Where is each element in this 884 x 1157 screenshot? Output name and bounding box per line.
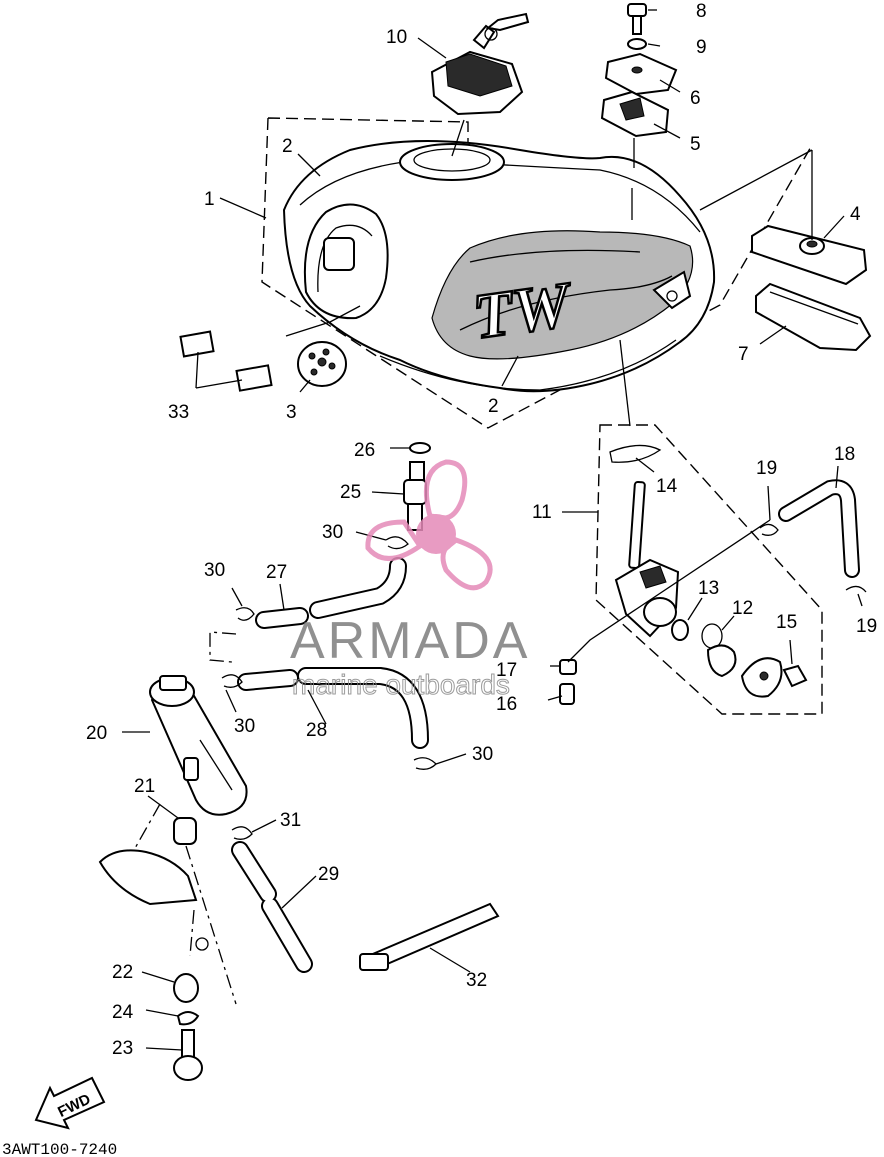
hose-29 <box>233 843 311 971</box>
callout-30c: 30 <box>234 716 255 737</box>
callout-2a: 2 <box>282 136 293 157</box>
clip-30c <box>221 674 243 688</box>
callout-6: 6 <box>690 88 701 109</box>
callout-19a: 19 <box>756 458 777 479</box>
diagram-code: 3AWT100-7240 <box>2 1141 117 1157</box>
callout-23: 23 <box>112 1038 133 1059</box>
callout-17: 17 <box>496 660 517 681</box>
callout-16: 16 <box>496 694 517 715</box>
bracket-4 <box>751 224 868 286</box>
callout-numbers: 1 2 2 3 4 5 6 7 8 9 10 11 12 13 14 15 16… <box>86 1 877 1059</box>
callout-24: 24 <box>112 1002 134 1023</box>
clip-31 <box>231 826 253 840</box>
emblem-33b <box>235 364 273 392</box>
armada-watermark: ARMADA marine outboards <box>290 459 530 701</box>
callout-15: 15 <box>776 612 797 633</box>
callout-12: 12 <box>732 598 753 619</box>
callout-32: 32 <box>466 970 487 991</box>
callout-26: 26 <box>354 440 375 461</box>
callout-19b: 19 <box>856 616 877 637</box>
callout-14: 14 <box>656 476 678 497</box>
damper-5 <box>600 90 670 138</box>
washer-9 <box>627 38 647 50</box>
fuel-tank: TW <box>282 140 716 393</box>
callout-11: 11 <box>532 502 552 523</box>
callout-29: 29 <box>318 864 339 885</box>
grommet-21 <box>173 817 197 845</box>
callout-27: 27 <box>266 562 287 583</box>
bolt-23 <box>173 1029 203 1081</box>
collar-22 <box>173 973 199 1003</box>
fuel-cock <box>559 444 808 705</box>
bracket-frame <box>98 849 198 906</box>
callout-8: 8 <box>696 1 707 22</box>
callout-25: 25 <box>340 482 361 503</box>
callout-30a: 30 <box>322 522 343 543</box>
callout-33: 33 <box>168 402 189 423</box>
cock-assembly-frame <box>595 424 823 715</box>
bolt-8 <box>627 3 647 35</box>
callout-1: 1 <box>204 189 215 210</box>
callout-2b: 2 <box>488 396 499 417</box>
callout-5: 5 <box>690 134 701 155</box>
callout-30b: 30 <box>204 560 225 581</box>
callout-13: 13 <box>698 578 719 599</box>
callout-7: 7 <box>738 344 749 365</box>
leader-lines <box>122 9 863 1051</box>
clip-30a <box>385 536 409 550</box>
band-32 <box>359 902 500 971</box>
callout-9: 9 <box>696 37 707 58</box>
callout-10: 10 <box>386 27 407 48</box>
callout-3: 3 <box>286 402 297 423</box>
callout-20: 20 <box>86 723 107 744</box>
watermark-tagline: marine outboards <box>292 669 510 700</box>
tank-logo: TW <box>469 268 578 352</box>
watermark-brand: ARMADA <box>290 612 530 670</box>
clip-30b <box>235 607 255 621</box>
o-ring-26 <box>409 442 431 454</box>
propeller-logo-icon <box>365 459 493 591</box>
callout-4: 4 <box>850 204 861 225</box>
fuel-cap <box>430 12 530 116</box>
callout-18: 18 <box>834 444 855 465</box>
cushion-7 <box>755 282 872 352</box>
callout-28: 28 <box>306 720 327 741</box>
emblem-33a <box>179 330 215 358</box>
hose-27 <box>257 559 405 627</box>
callout-30d: 30 <box>472 744 493 765</box>
damper-3 <box>297 341 347 387</box>
hose-28 <box>239 669 427 747</box>
callout-21: 21 <box>134 776 155 797</box>
forward-direction-arrow: FWD <box>34 1076 106 1130</box>
washer-24 <box>176 1011 200 1026</box>
callout-22: 22 <box>112 962 133 983</box>
callout-31: 31 <box>280 810 301 831</box>
fuel-pump-20 <box>149 675 248 816</box>
clip-30d <box>413 757 437 770</box>
damper-6 <box>604 52 678 96</box>
